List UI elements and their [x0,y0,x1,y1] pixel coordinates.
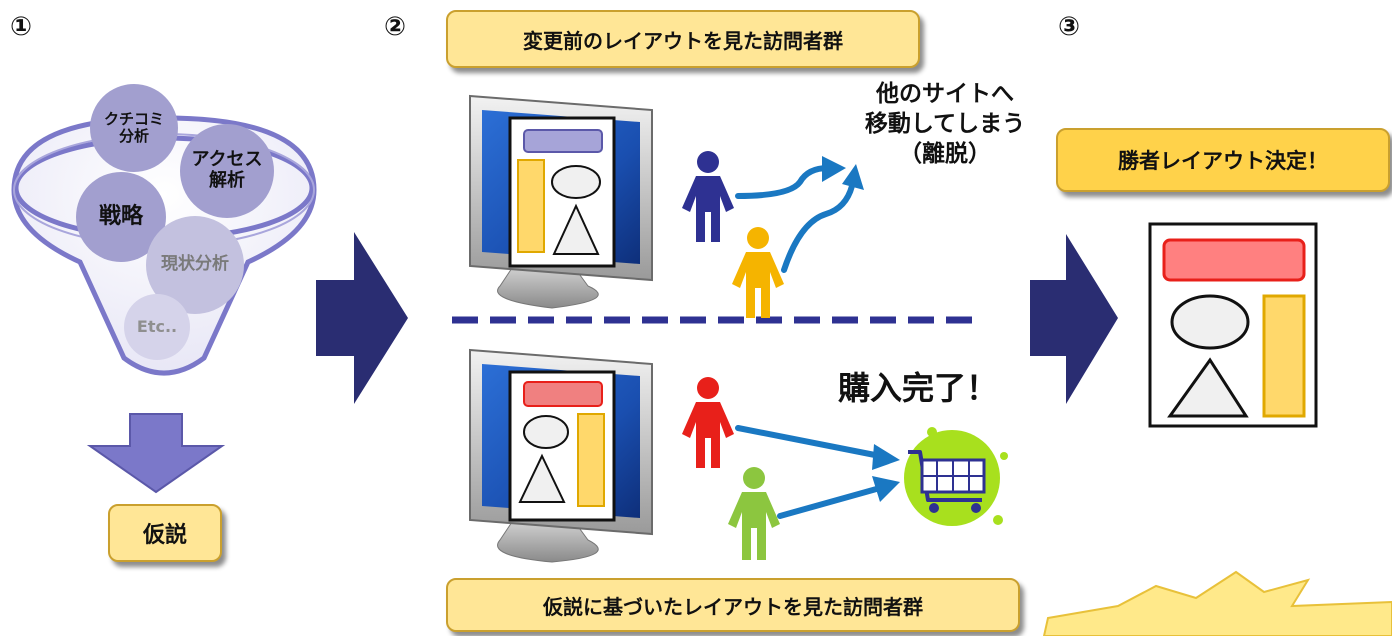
down-arrow [86,413,226,494]
purchase-complete-text: 購入完了！ [838,369,999,407]
hypothesis-label: 仮説 [108,504,222,562]
monitor-before [469,94,653,309]
leave-text-line-3: （離脱） [899,140,991,167]
leave-arrows [735,165,855,273]
leave-text-line-1: 他のサイトへ [876,81,1014,107]
funnel-bubble-text: 戦略 [98,204,143,230]
person-green-icon [728,467,780,560]
funnel-bubble-text: 分析 [118,127,149,145]
funnel-bubble-text: Etc.. [136,316,178,336]
shopping-cart-icon [904,427,1008,526]
funnel-bubble-text: 現状分析 [161,254,229,275]
funnel-bubble-text: 解析 [208,170,245,191]
funnel-bubble-2: アクセス解析 [180,124,274,218]
person-red-icon [682,377,734,468]
funnel-bubble-1: クチコミ分析 [90,84,178,172]
purchase-arrows [735,425,883,519]
big-arrow-2 [1030,234,1118,404]
funnel-bubble-5: Etc.. [124,294,190,360]
person-yellow-icon [732,227,784,318]
group-after-label: 仮説に基づいたレイアウトを見た訪問者群 [446,578,1020,632]
winner-label: 勝者レイアウト決定！ [1056,128,1390,192]
monitor-after [469,348,653,563]
step-number-3: ③ [1058,12,1081,42]
step-number-1: ① [10,12,33,42]
leave-text: 他のサイトへ 移動してしまう （離脱） [830,80,1060,170]
funnel-bubble-text: アクセス [191,149,263,171]
funnel-bubble-text: クチコミ [103,109,164,128]
person-blue-icon [682,151,734,242]
big-arrow-1 [316,232,408,404]
step-number-2: ② [384,12,407,42]
winner-layout [1148,222,1318,428]
leave-text-line-2: 移動してしまう [864,110,1026,137]
group-before-label: 変更前のレイアウトを見た訪問者群 [446,10,920,68]
starburst-shape [1042,570,1392,636]
